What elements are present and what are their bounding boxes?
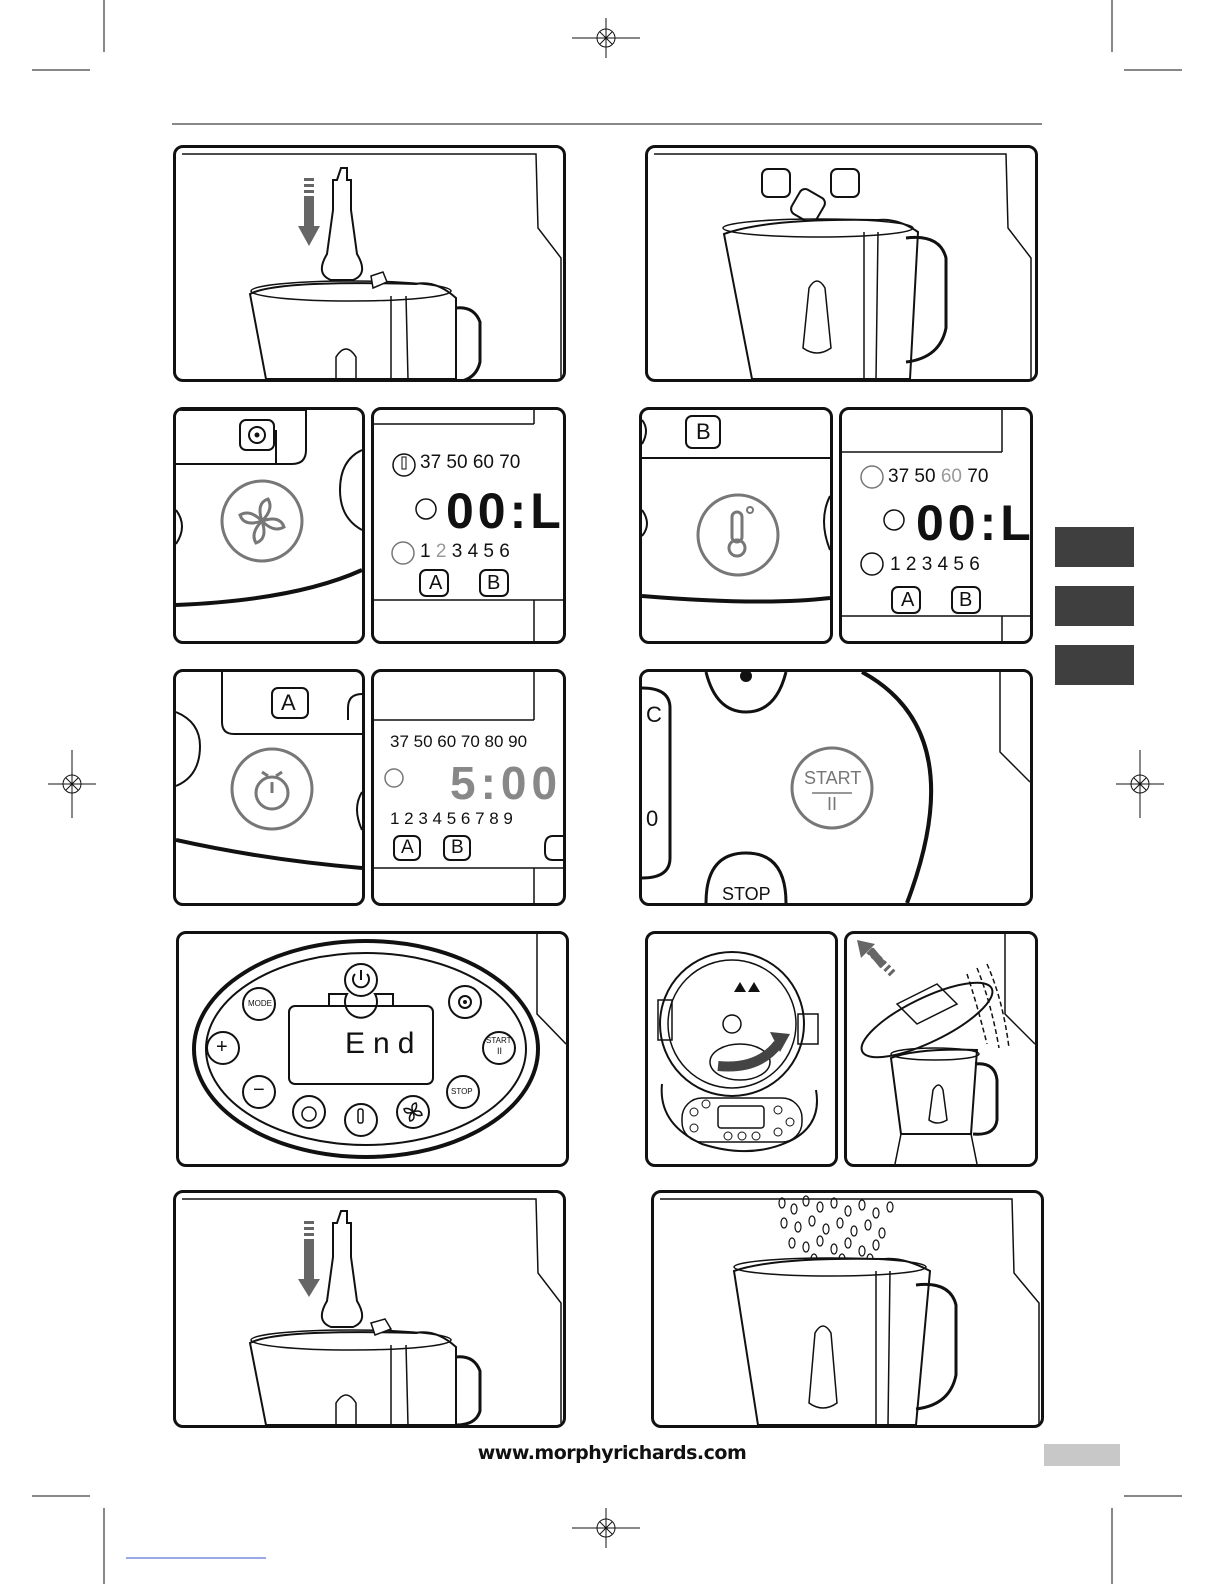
illustration-add-grains <box>651 1190 1044 1428</box>
temp-highlight: 60 <box>941 466 962 487</box>
mode-button: MODE <box>248 999 272 1008</box>
page-number-box <box>1044 1444 1120 1466</box>
program-b-button: B <box>487 572 500 595</box>
illustration-control-panel-end: MODE + − START II STOP End <box>176 931 569 1167</box>
speed-2-highlight: 2 <box>436 541 447 562</box>
display-speed-selection: 37 50 60 70 00:L 1 2 3 4 5 6 A B <box>371 407 566 644</box>
speed-rest: 3 4 5 6 <box>452 541 510 562</box>
time-readout: 00:L <box>916 494 1033 552</box>
illustration-rotate-lid <box>645 931 838 1167</box>
illustration-timer-button: A <box>173 669 365 906</box>
illustration-insert-blade-repeat <box>173 1190 566 1428</box>
illustration-add-ingredients <box>645 145 1038 382</box>
program-a-button: A <box>429 572 442 595</box>
edge-letter-c: C <box>646 702 662 728</box>
illustration-start-button: START II STOP C 0 <box>639 669 1033 906</box>
lcd-end-readout: End <box>345 1027 422 1061</box>
speed-scale: 1 2 3 4 5 6 <box>890 554 980 576</box>
temperature-scale: 37 50 60 70 80 90 <box>390 732 527 752</box>
temp-values-b: 70 <box>967 466 988 487</box>
temperature-scale: 37 50 60 70 <box>888 466 988 488</box>
start-button: START <box>486 1036 511 1045</box>
speed-scale: 1 2 3 4 5 6 7 8 9 <box>390 809 513 829</box>
speed-scale: 1 2 3 4 5 6 <box>420 541 510 563</box>
section-tab-2 <box>1055 586 1134 626</box>
program-b-button: B <box>959 589 972 612</box>
speed-1: 1 <box>420 541 431 562</box>
display-timer-setting: 37 50 60 70 80 90 5:00 1 2 3 4 5 6 7 8 9… <box>371 669 566 906</box>
pause-label: II <box>827 794 837 815</box>
start-label: START <box>804 768 861 789</box>
illustration-speed-button <box>173 407 365 644</box>
pause-label: II <box>497 1046 502 1056</box>
section-tab-1 <box>1055 527 1134 567</box>
plus-button: + <box>216 1036 228 1059</box>
program-b-button: B <box>451 837 464 859</box>
program-a-button: A <box>401 837 414 859</box>
edge-digit-0: 0 <box>646 806 658 832</box>
website-url: www.morphyrichards.com <box>0 1442 1224 1464</box>
temperature-scale: 37 50 60 70 <box>420 452 520 474</box>
program-b-label: B <box>696 419 711 445</box>
program-a-button: A <box>901 589 914 612</box>
minus-button: − <box>253 1079 265 1102</box>
temp-values-a: 37 50 <box>888 466 936 487</box>
illustration-temperature-button: B <box>639 407 833 644</box>
time-readout: 00:L <box>446 482 565 540</box>
illustration-lift-lid <box>844 931 1038 1167</box>
illustration-insert-blade <box>173 145 566 382</box>
stop-button: STOP <box>451 1087 473 1096</box>
section-tab-3 <box>1055 645 1134 685</box>
program-a-label: A <box>281 690 296 716</box>
time-readout: 5:00 <box>450 756 562 810</box>
display-temperature-selection: 37 50 60 70 00:L 1 2 3 4 5 6 A B <box>839 407 1033 644</box>
stop-label: STOP <box>722 884 771 905</box>
